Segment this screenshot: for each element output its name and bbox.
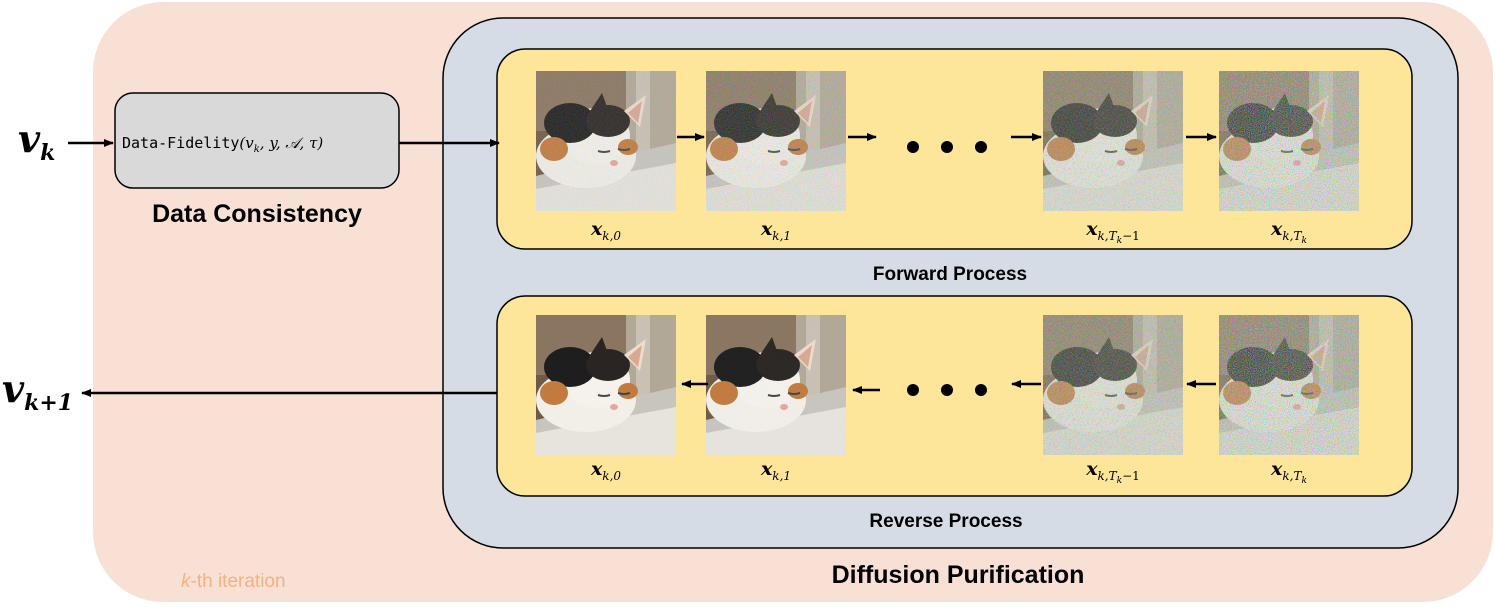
forward-image-3 <box>1219 71 1359 211</box>
reverse-process-title: Reverse Process <box>869 511 1022 532</box>
forward-image-0 <box>536 71 676 211</box>
reverse-caption-3: xk,Tk <box>1270 458 1307 486</box>
reverse-caption-2: xk,Tk−1 <box>1085 458 1140 486</box>
forward-image-1 <box>706 71 846 211</box>
forward-images <box>536 71 1359 211</box>
data-fidelity-box <box>114 92 400 189</box>
forward-caption-1: xk,1 <box>760 218 791 243</box>
reverse-caption-0: xk,0 <box>590 458 621 483</box>
forward-caption-3: xk,Tk <box>1270 218 1307 246</box>
reverse-image-2 <box>1043 315 1183 455</box>
reverse-image-1 <box>706 315 846 455</box>
output-variable: vk+1 <box>2 366 73 416</box>
forward-process-title: Forward Process <box>873 264 1027 285</box>
forward-image-2 <box>1043 71 1183 211</box>
reverse-caption-1: xk,1 <box>760 458 791 483</box>
forward-caption-0: xk,0 <box>590 218 621 243</box>
iteration-label: k-th iteration <box>181 571 286 592</box>
reverse-images <box>536 315 1359 455</box>
reverse-image-0 <box>536 315 676 455</box>
input-variable: vk <box>18 116 55 166</box>
data-fidelity-formula: Data-Fidelity(vk, y, 𝒜, τ) <box>122 134 323 155</box>
diffusion-purification-label: Diffusion Purification <box>832 561 1085 589</box>
reverse-captions: xk,0 xk,1 xk,Tk−1 xk,Tk <box>590 458 1307 486</box>
forward-captions: xk,0 xk,1 xk,Tk−1 xk,Tk <box>590 218 1307 246</box>
data-consistency-label: Data Consistency <box>152 200 362 228</box>
forward-caption-2: xk,Tk−1 <box>1085 218 1140 246</box>
forward-ellipsis <box>907 141 987 153</box>
reverse-image-3 <box>1219 315 1359 455</box>
reverse-ellipsis <box>907 384 987 396</box>
